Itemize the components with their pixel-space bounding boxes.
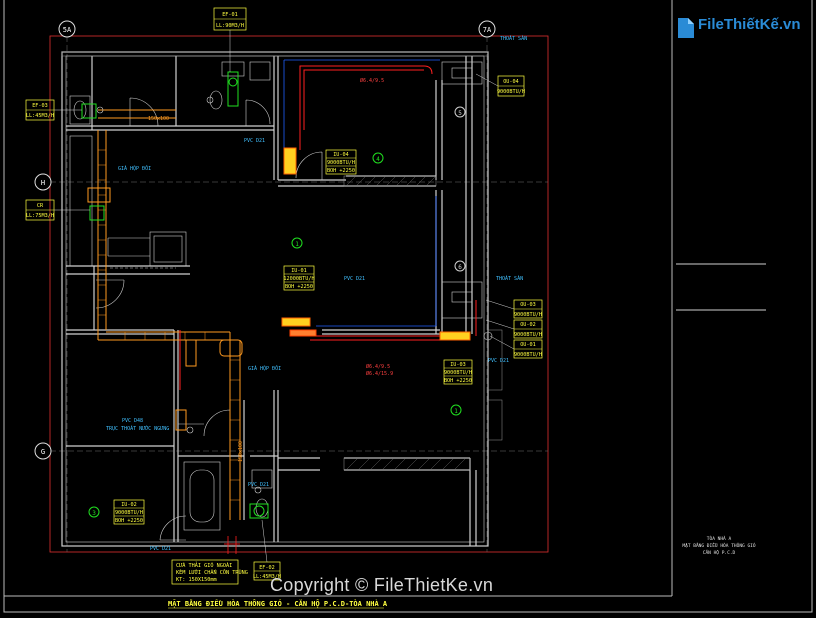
room-number: 1 [295, 241, 299, 248]
annotations: THOÁT SÀN THOÁT SÀN GIÁ HỘP ĐÔI GIÁ HỘP … [106, 35, 527, 552]
grid-label-G: G [41, 448, 45, 456]
tag-ef01-name: EF-01 [222, 12, 238, 18]
note-pipe-1: Ø6.4/9.5 [360, 77, 384, 84]
duct-cross-hatch [98, 149, 240, 501]
tag-cr-flow: LL:75M3/H [26, 213, 54, 219]
room-number: 5 [458, 110, 462, 117]
floor-drains [96, 96, 493, 494]
tag-iu04-boh: BOH +2250 [327, 168, 355, 174]
tag-ou01-cap: 9000BTU/H [514, 352, 542, 358]
note-ong-thoat: PVC D48 [122, 418, 143, 424]
copyright-watermark: Copyright © FileThietKe.vn [270, 575, 494, 595]
hatch-pattern [345, 175, 467, 471]
tag-iu04-cap: 9000BTU/H [327, 160, 355, 166]
wall-hatch [61, 51, 503, 471]
note-pvc-4: PVC D21 [150, 546, 171, 552]
tag-ou04-cap: 9000BTU/H [497, 89, 525, 95]
tag-iu02-cap: 9000BTU/H [115, 510, 143, 516]
ac-units [281, 147, 471, 341]
vent-note-3: KT: 150X150mm [176, 577, 217, 583]
grid-bubble [58, 20, 76, 38]
note-pvc-3: PVC D21 [488, 358, 509, 364]
room-tags: 1 3 4 1 5 6 [88, 106, 466, 518]
vent-note-2: KÈM LƯỚI CHẮN CÔN TRÙNG [176, 568, 248, 576]
logo-text: FileThiếtKế.vn [698, 16, 801, 33]
tag-ou03-cap: 9000BTU/H [514, 312, 542, 318]
exhaust-fans [81, 71, 269, 519]
note-pvc-2: PVC D21 [344, 276, 365, 282]
grid-bubble [478, 20, 496, 38]
tag-ou03-name: OU-03 [520, 302, 536, 308]
vent-note-1: CỬA THẢI GIÓ NGOÀI [176, 561, 232, 569]
room-number: 3 [92, 510, 96, 517]
duct-runs [97, 109, 241, 520]
indoor-unit-iu02 [289, 329, 317, 337]
note-gia-hop-doi-2: GIÁ HỘP ĐÔI [248, 364, 281, 372]
room-number: 4 [376, 156, 380, 163]
note-duct-2: 150x100 [238, 441, 244, 462]
indoor-unit-iu01 [281, 317, 311, 327]
tag-ef02-flow: LL:45M3/H [253, 574, 281, 580]
drawing-frame [3, 0, 813, 613]
indoor-unit-iu04 [283, 147, 297, 175]
note-thoat-san-2: THOÁT SÀN [496, 275, 523, 282]
plan-border [49, 35, 549, 553]
grid-bubble [34, 442, 52, 460]
tag-ef03-name: EF-03 [32, 103, 48, 109]
leader-lines [54, 30, 515, 563]
tag-ef02-name: EF-02 [259, 565, 275, 571]
brand-logo [676, 12, 788, 42]
tag-ou01-name: OU-01 [520, 342, 536, 348]
tag-iu01-name: IU-01 [291, 268, 307, 274]
grid-label-7A: 7A [483, 26, 492, 34]
title-block-line2: MẶT BẰNG ĐIỀU HÒA THÔNG GIÓ [682, 541, 755, 549]
note-pvc-5: PVC D21 [248, 482, 269, 488]
room-number: 6 [458, 264, 462, 271]
exhaust-outlet [224, 536, 240, 554]
windows [441, 61, 483, 319]
tag-iu02-name: IU-02 [121, 502, 137, 508]
grid-label-H: H [41, 179, 45, 187]
tag-iu01-cap: 12000BTU/H [283, 276, 314, 282]
note-truc-thoat: TRỤC THOÁT NƯỚC NGƯNG [106, 425, 169, 432]
tag-iu03-boh: BOH +2250 [444, 378, 472, 384]
tag-iu01-boh: BOH +2250 [285, 284, 313, 290]
tag-iu02-boh: BOH +2250 [115, 518, 143, 524]
indoor-unit-iu03 [439, 331, 471, 341]
room-number: 1 [454, 408, 458, 415]
duct-fittings [87, 187, 243, 431]
refrigerant-pipes [179, 65, 477, 390]
note-duct-1: 150x100 [148, 116, 169, 122]
tag-cr-name: CR [37, 203, 44, 209]
title-block-line1: TÒA NHÀ A [707, 535, 732, 542]
tag-iu04-name: IU-04 [333, 152, 349, 158]
kitchen-fixtures [69, 135, 187, 269]
equipment-tags: EF-01 LL:90M3/H EF-03 LL:45M3/H CR LL:75… [25, 7, 543, 585]
tag-iu03-name: IU-03 [450, 362, 466, 368]
title-block-line3: CĂN HỘ P.C.D [703, 548, 736, 556]
tag-ef01-flow: LL:90M3/H [216, 23, 244, 29]
grid-bubble [34, 173, 52, 191]
note-thoat-san-1: THOÁT SÀN [500, 35, 527, 42]
walls [61, 51, 489, 547]
note-pvc-1: PVC D21 [244, 138, 265, 144]
tag-ou02-name: OU-02 [520, 322, 536, 328]
drain-pipes [283, 59, 440, 327]
tag-ef03-flow: LL:45M3/H [26, 113, 54, 119]
note-pipe-2: Ø6.4/9.5 [366, 363, 390, 370]
drawing-title: MẶT BẰNG ĐIỀU HÒA THÔNG GIÓ - CĂN HỘ P.C… [168, 598, 388, 608]
note-pipe-3: Ø6.4/15.9 [366, 370, 393, 377]
tag-iu03-cap: 9000BTU/H [444, 370, 472, 376]
logo-icon [678, 18, 694, 38]
note-gia-hop-doi-1: GIÁ HỘP ĐÔI [118, 164, 151, 172]
tag-ou02-cap: 9000BTU/H [514, 332, 542, 338]
grid-label-5A: 5A [63, 26, 72, 34]
tag-ou04-name: OU-04 [503, 79, 519, 85]
